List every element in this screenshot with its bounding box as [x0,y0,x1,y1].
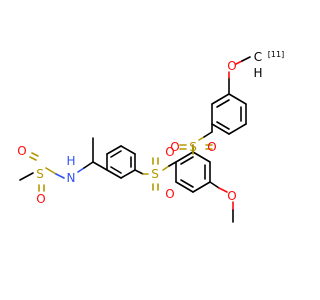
atom-o: O [17,144,26,158]
atom-s: S [151,167,159,181]
atom-n: N [67,171,76,185]
ring-central [175,151,211,193]
bond-s-o-left [29,156,37,161]
bond-ch-ring1 [92,161,108,171]
atom-s: S [36,167,44,181]
atom-h: H [253,66,262,80]
bracket-open: [ [268,50,271,59]
bond-s-n [45,167,57,175]
ring-phenylene-left [106,145,136,179]
atom-o: O [165,187,174,201]
bond-s-ring2 [162,165,170,171]
atom-o: O [36,192,45,206]
atom-s: S [189,140,197,154]
atom-o: O [165,145,174,159]
isotope-number: 11 [271,50,281,59]
atom-c: C [254,50,262,64]
bond-ring1-s [134,169,144,175]
bracket-close: ] [281,50,284,59]
bond-ring2-o-bottom [209,181,220,189]
atom-o: O [227,59,236,73]
atom-labels: O S O N H O S O O S O O C H [11] O [17,50,284,207]
bond-n-ch [77,167,85,173]
atom-o: O [207,140,216,154]
atom-h: H [66,154,75,168]
bonds [19,56,251,223]
bond-o-11c [235,60,243,65]
bond-methyl-s [19,172,34,181]
chemical-structure: O S O N H O S O O S O O C H [11] O [17,50,284,223]
atom-o: O [170,140,179,154]
ring-top [211,93,247,135]
bond-top-s-ring3 [198,136,205,141]
atom-o: O [227,189,236,203]
isotope-label: [11] [268,50,284,59]
